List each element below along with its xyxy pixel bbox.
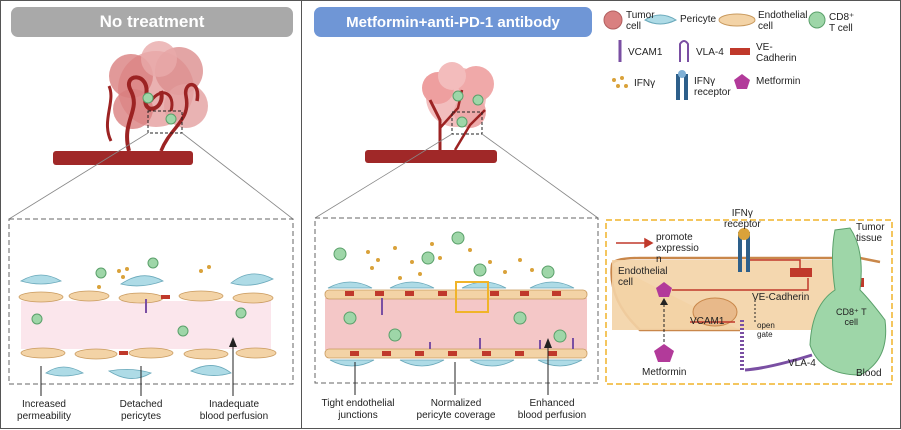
no-treatment-title: No treatment [11,7,293,37]
ifng-particles [97,265,211,289]
ifng-receptor-icon [676,70,688,100]
endothelial-layer-bottom [20,347,277,360]
ve-cadherin-junction [161,295,170,299]
increased-permeability-label: Increased permeability [17,399,71,422]
tight-junctions [345,291,561,356]
zoom-box [147,110,183,134]
nucleus [692,297,738,327]
legend-vla4: VLA-4 [696,47,724,58]
blood-label: Blood [856,368,882,379]
pericyte-icon [644,14,678,25]
endothelial-layer-top [18,290,274,304]
cd8-t-cell-inset [809,227,887,376]
legend-vcam1: VCAM1 [628,47,663,58]
ifng-icon [612,76,628,88]
cd8-t-cell-icon [808,11,826,29]
inadequate-perfusion-label: Inadequate blood perfusion [199,399,269,422]
endothelial-cell-icon [718,13,756,27]
legend-cd8-t-cell: CD8⁺ T cell [829,12,855,34]
ifng-receptor-inset [738,228,750,272]
legend-endothelial-cell: Endothelial cell [758,10,808,32]
ifng-particles-treated [366,242,534,280]
ve-cadherin-inset-label: VE-Cadherin [752,292,810,303]
vcam1-markers [381,298,574,349]
no-treatment-illustration [8,41,294,396]
detached-pericytes-label: Detached pericytes [119,399,163,422]
tumor-cell-icon [603,10,623,30]
tumor-tissue-label: Tumor tissue [856,222,885,244]
legend-metformin: Metformin [756,76,801,87]
legend-icons [603,10,826,100]
main-vessel-treated [365,150,497,163]
vcam1-inset-label: VCAM1 [690,316,725,327]
vla4-icon [679,40,689,62]
metformin-treatment-title: Metformin+anti-PD-1 antibody [314,7,592,37]
metformin-outside [654,344,674,362]
t-cells-treated [333,231,567,343]
t-cell [142,92,154,104]
promote-expression-label: promote expressio n [656,232,699,265]
legend-pericyte: Pericyte [680,14,717,25]
mechanism-highlight-box [455,281,489,313]
legend-ifng-receptor: IFNγ receptor [694,76,731,98]
tight-junctions-label: Tight endothelial junctions [321,398,395,421]
tortuous-vessel [125,75,164,152]
endothelial-cell-inset-label: Endothelial cell [618,266,668,288]
legend-tumor-cell: Tumor cell [626,10,655,32]
legend-ve-cadherin: VE- Cadherin [756,42,797,64]
ve-cadherin-icon [730,48,750,55]
main-vessel [53,151,193,165]
legend-ifng: IFNγ [634,78,656,89]
detached-pericytes [20,273,274,379]
vla4-inset-label: VLA-4 [788,358,816,369]
panel-no-treatment: No treatment [0,0,302,429]
metformin-icon [734,74,750,89]
open-gate-label: open gate [757,321,775,339]
normalized-coverage-label: Normalized pericyte coverage [416,398,496,421]
metformin-inset-label: Metformin [642,367,687,378]
metformin-in-cell [656,282,672,297]
ifng-receptor-inset-label: IFNγ receptor [724,208,761,230]
enhanced-perfusion-label: Enhanced blood perfusion [517,398,587,421]
cd8-t-cell-inset-label: CD8⁺ T cell [836,307,867,327]
attached-pericytes [327,281,583,367]
vla4-inset [744,353,813,372]
ve-cadherin-inset [790,268,812,277]
